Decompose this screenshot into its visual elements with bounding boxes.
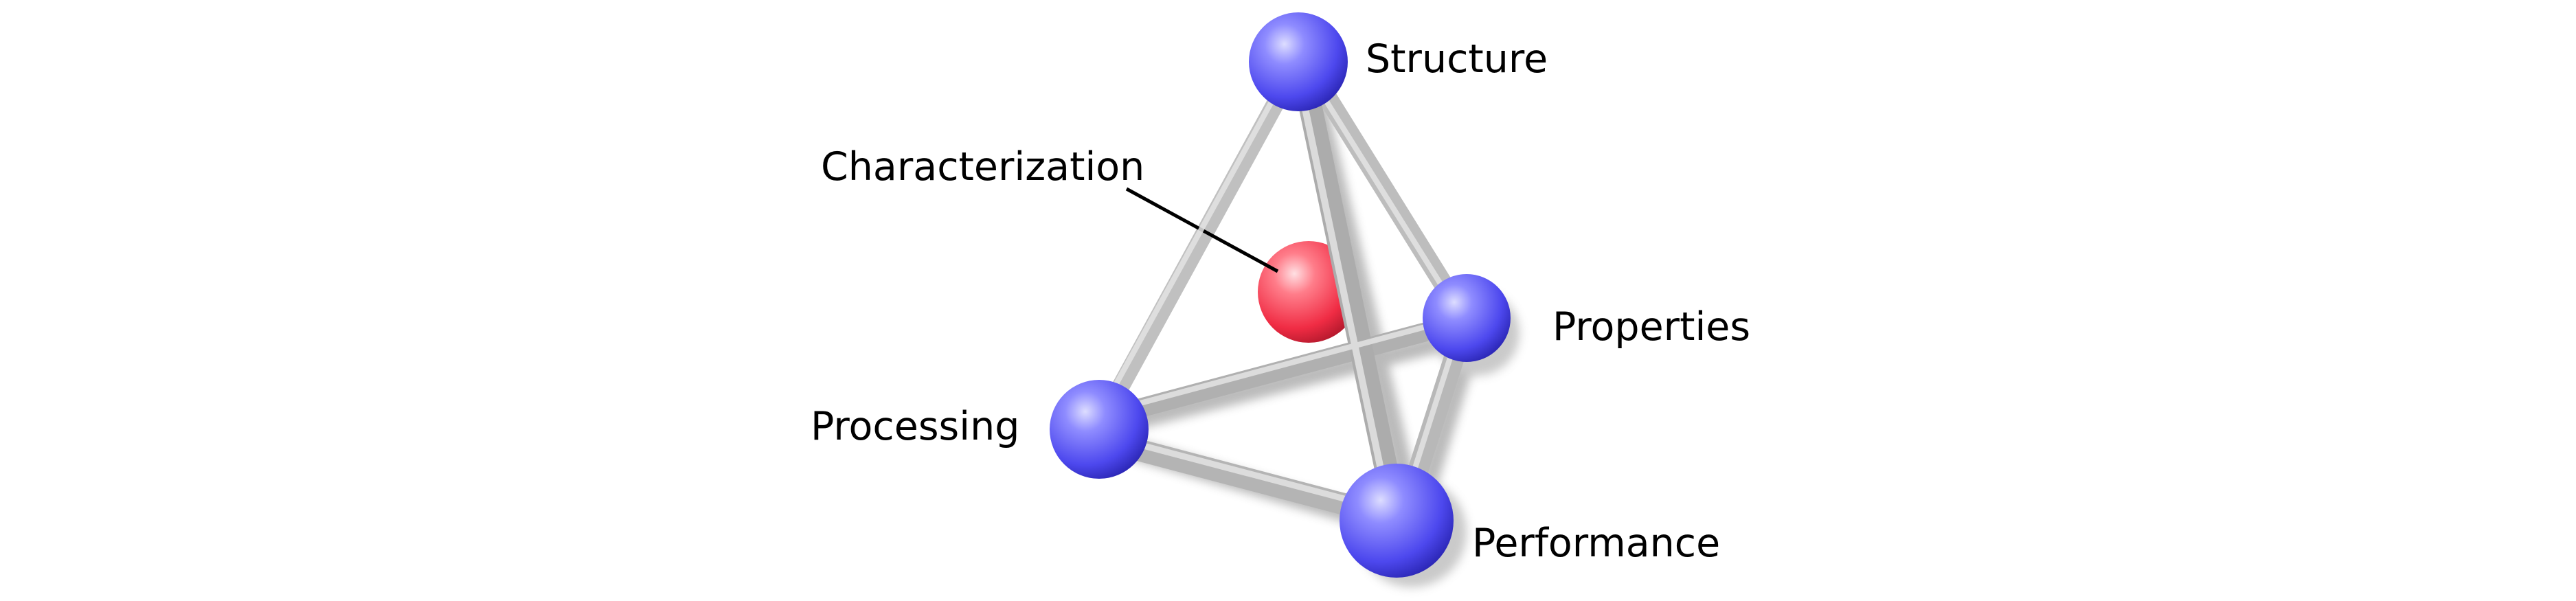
performance-label: Performance <box>1472 521 1720 566</box>
performance-sphere <box>1340 464 1454 578</box>
edge-structure-processing <box>1090 53 1307 435</box>
edge-processing-properties <box>1089 313 1469 429</box>
properties-label: Properties <box>1552 304 1750 350</box>
structure-sphere <box>1249 12 1348 111</box>
rod-highlights <box>1092 59 1462 514</box>
processing-sphere <box>1050 380 1149 479</box>
properties-sphere <box>1423 274 1511 362</box>
edge-structure-performance <box>1290 54 1406 520</box>
structure-label: Structure <box>1366 36 1548 82</box>
characterization-label: Characterization <box>821 144 1144 190</box>
processing-label: Processing <box>811 404 1019 449</box>
